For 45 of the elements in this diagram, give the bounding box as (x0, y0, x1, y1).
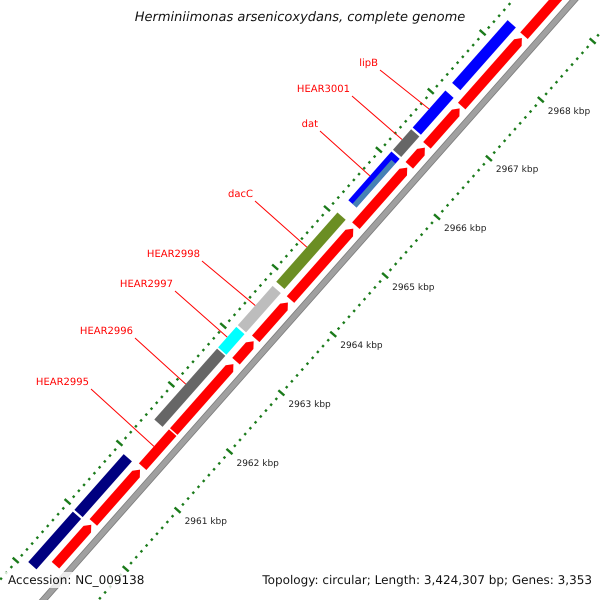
gene-feature (276, 212, 346, 289)
gene-feature (423, 108, 460, 149)
tick-label: 2961 kbp (184, 517, 227, 528)
gene-feature (392, 129, 420, 158)
leader-line (90, 388, 154, 447)
gene-feature (90, 470, 140, 526)
gene-feature (74, 454, 132, 518)
gene-feature (218, 326, 245, 355)
gene-feature (352, 168, 408, 229)
gene-feature (252, 302, 288, 342)
gene-label: HEAR2996 (80, 326, 133, 338)
leader-line (134, 338, 186, 385)
gene-label: dacC (228, 189, 253, 201)
tick-label: 2968 kbp (548, 106, 590, 118)
gene-feature (458, 38, 522, 110)
gene-feature (28, 512, 82, 570)
leader-line (380, 70, 430, 110)
gene-feature (286, 228, 354, 303)
leader-line (202, 260, 256, 306)
gene-feature (170, 364, 234, 435)
leader-line (320, 130, 370, 176)
gene-feature (406, 148, 425, 169)
leader-line (174, 290, 228, 338)
gene-feature (412, 90, 454, 135)
tick-label: 2965 kbp (392, 282, 435, 294)
gene-label: lipB (359, 58, 378, 70)
gene-label: HEAR2995 (36, 377, 89, 389)
tick-label: 2964 kbp (340, 341, 383, 352)
gene-feature (154, 348, 226, 427)
gene-feature (238, 286, 281, 332)
tick-label: 2963 kbp (288, 400, 331, 411)
gene-label: HEAR2997 (120, 279, 173, 291)
gene-label: HEAR2998 (146, 249, 200, 261)
gene-feature (52, 524, 92, 569)
gene-feature (138, 429, 176, 470)
leader-line (352, 96, 403, 140)
gene-label: HEAR3001 (296, 84, 350, 96)
gene-feature (232, 341, 254, 364)
gene-label: dat (302, 119, 318, 131)
genome-info: Topology: circular; Length: 3,424,307 bp; Genes: 3,353 (262, 573, 592, 588)
leader-line (254, 200, 308, 248)
tick-label: 2967 kbp (496, 165, 538, 176)
tick-label: 2966 kbp (444, 224, 486, 235)
title: Herminiimonas arsenicoxydans, complete genome (134, 10, 466, 26)
tick-label: 2962 kbp (236, 458, 279, 470)
